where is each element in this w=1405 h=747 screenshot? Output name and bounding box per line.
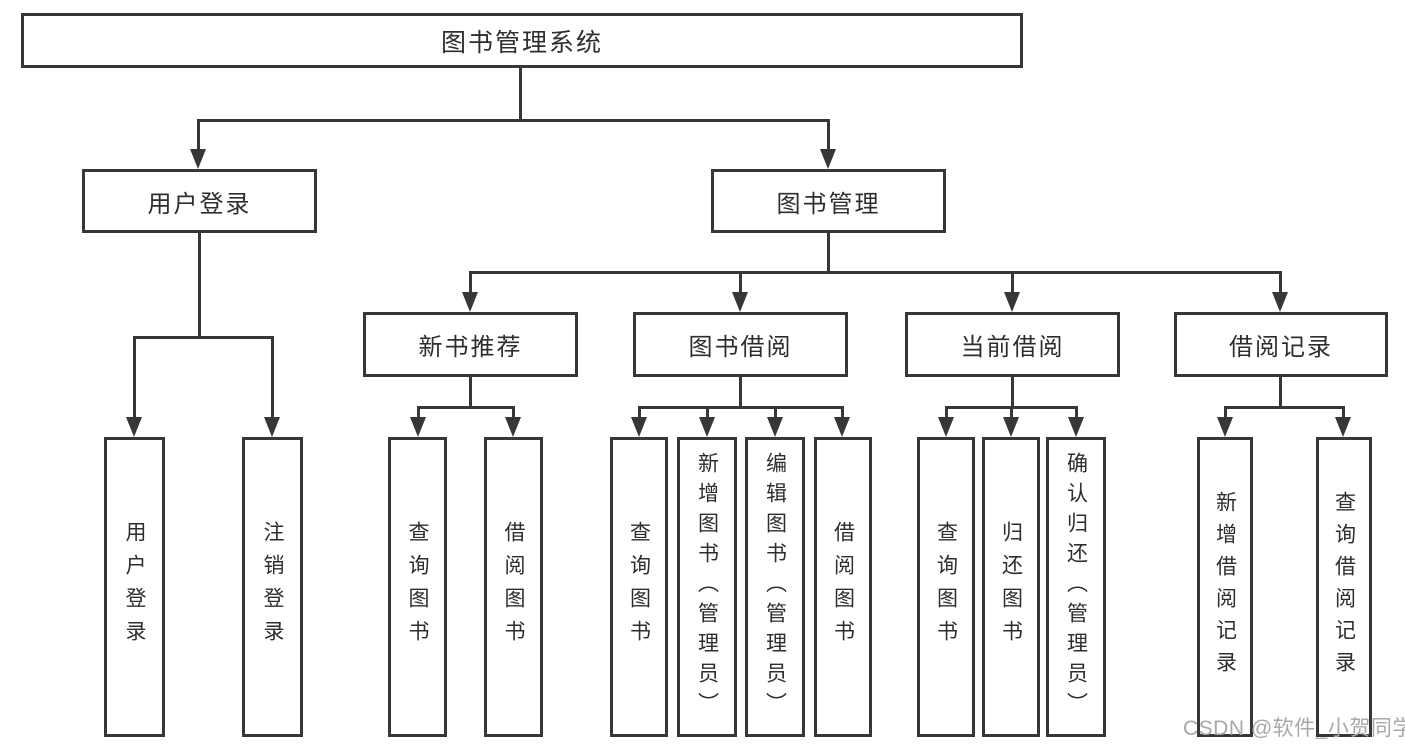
- connector-stem-bb-add: [706, 406, 709, 420]
- connector-stem-cb-query: [945, 406, 948, 420]
- csdn-watermark: CSDN @软件_小贺同学: [1183, 717, 1405, 740]
- connector-stem-leaf-logout: [271, 336, 274, 418]
- connector-stem-br-add: [1224, 406, 1227, 420]
- arrow-to-bb-borrow: [834, 417, 850, 437]
- connector-new-book-branch: [417, 406, 515, 409]
- leaf-borrow-books-recommend: 借阅图书: [484, 437, 543, 737]
- connector-stem-bb-query: [638, 406, 641, 420]
- arrow-to-user-login: [190, 149, 206, 169]
- connector-stem-new-book: [469, 271, 472, 293]
- arrow-to-current-borrow: [1004, 292, 1020, 312]
- connector-stem-book-borrow: [739, 271, 742, 293]
- connector-user-login-branch: [133, 336, 273, 339]
- leaf-edit-book-admin: 编辑图书（管理员）: [745, 437, 805, 737]
- connector-root-stem: [519, 68, 522, 119]
- connector-borrow-records-branch: [1224, 406, 1344, 409]
- leaf-user-login: 用户登录: [104, 437, 165, 737]
- connector-stem-cb-confirm: [1075, 406, 1078, 420]
- connector-stem-bb-borrow: [841, 406, 844, 420]
- connector-stem-br-query: [1342, 406, 1345, 420]
- arrow-to-bb-add: [699, 417, 715, 437]
- node-borrowing-records: 借阅记录: [1174, 312, 1388, 377]
- node-user-login: 用户登录: [82, 169, 317, 233]
- arrow-to-br-query: [1335, 417, 1351, 437]
- arrow-to-leaf-user-login: [126, 417, 142, 437]
- connector-book-borrow-stem: [739, 377, 742, 406]
- connector-book-management-stem: [827, 233, 830, 271]
- arrow-to-book-borrow: [732, 292, 748, 312]
- connector-new-book-stem: [469, 377, 472, 406]
- arrow-to-cb-return: [1003, 417, 1019, 437]
- connector-stem-leaf-user-login: [133, 336, 136, 418]
- connector-user-login-stem: [198, 233, 201, 336]
- leaf-borrow-books-borrowing: 借阅图书: [814, 437, 872, 737]
- arrow-to-nb-query: [410, 417, 426, 437]
- arrow-to-book-management: [820, 149, 836, 169]
- leaf-confirm-return-admin: 确认归还（管理员）: [1046, 437, 1106, 737]
- leaf-query-books-borrowing: 查询图书: [610, 437, 668, 737]
- leaf-logout: 注销登录: [242, 437, 303, 737]
- connector-stem-nb-query: [417, 406, 420, 420]
- arrow-to-borrow-records: [1272, 292, 1288, 312]
- leaf-query-borrow-record: 查询借阅记录: [1316, 437, 1372, 737]
- leaf-return-books: 归还图书: [982, 437, 1040, 737]
- arrow-to-new-book: [462, 292, 478, 312]
- connector-stem-cb-return: [1010, 406, 1013, 420]
- node-book-management: 图书管理: [711, 169, 946, 233]
- leaf-query-books-current: 查询图书: [917, 437, 975, 737]
- leaf-query-books-recommend: 查询图书: [388, 437, 447, 737]
- arrow-to-br-add: [1217, 417, 1233, 437]
- leaf-add-book-admin: 新增图书（管理员）: [677, 437, 737, 737]
- connector-stem-book-management: [827, 119, 830, 151]
- arrow-to-cb-query: [938, 417, 954, 437]
- arrow-to-cb-confirm: [1068, 417, 1084, 437]
- connector-stem-nb-borrow: [512, 406, 515, 420]
- connector-root-branch: [197, 119, 830, 122]
- connector-current-borrow-stem: [1011, 377, 1014, 406]
- node-new-book-recommendation: 新书推荐: [363, 312, 578, 377]
- arrow-to-bb-query: [631, 417, 647, 437]
- connector-stem-borrow-records: [1279, 271, 1282, 293]
- connector-stem-bb-edit: [774, 406, 777, 420]
- node-current-borrowing: 当前借阅: [905, 312, 1120, 377]
- arrow-to-bb-edit: [767, 417, 783, 437]
- arrow-to-leaf-logout: [264, 417, 280, 437]
- connector-stem-user-login: [197, 119, 200, 151]
- leaf-add-borrow-record: 新增借阅记录: [1197, 437, 1253, 737]
- arrow-to-nb-borrow: [505, 417, 521, 437]
- node-library-management-system: 图书管理系统: [21, 13, 1023, 68]
- node-book-borrowing: 图书借阅: [633, 312, 848, 377]
- connector-borrow-records-stem: [1279, 377, 1282, 406]
- connector-book-borrow-branch: [638, 406, 844, 409]
- connector-book-management-branch: [469, 271, 1281, 274]
- connector-stem-current-borrow: [1011, 271, 1014, 293]
